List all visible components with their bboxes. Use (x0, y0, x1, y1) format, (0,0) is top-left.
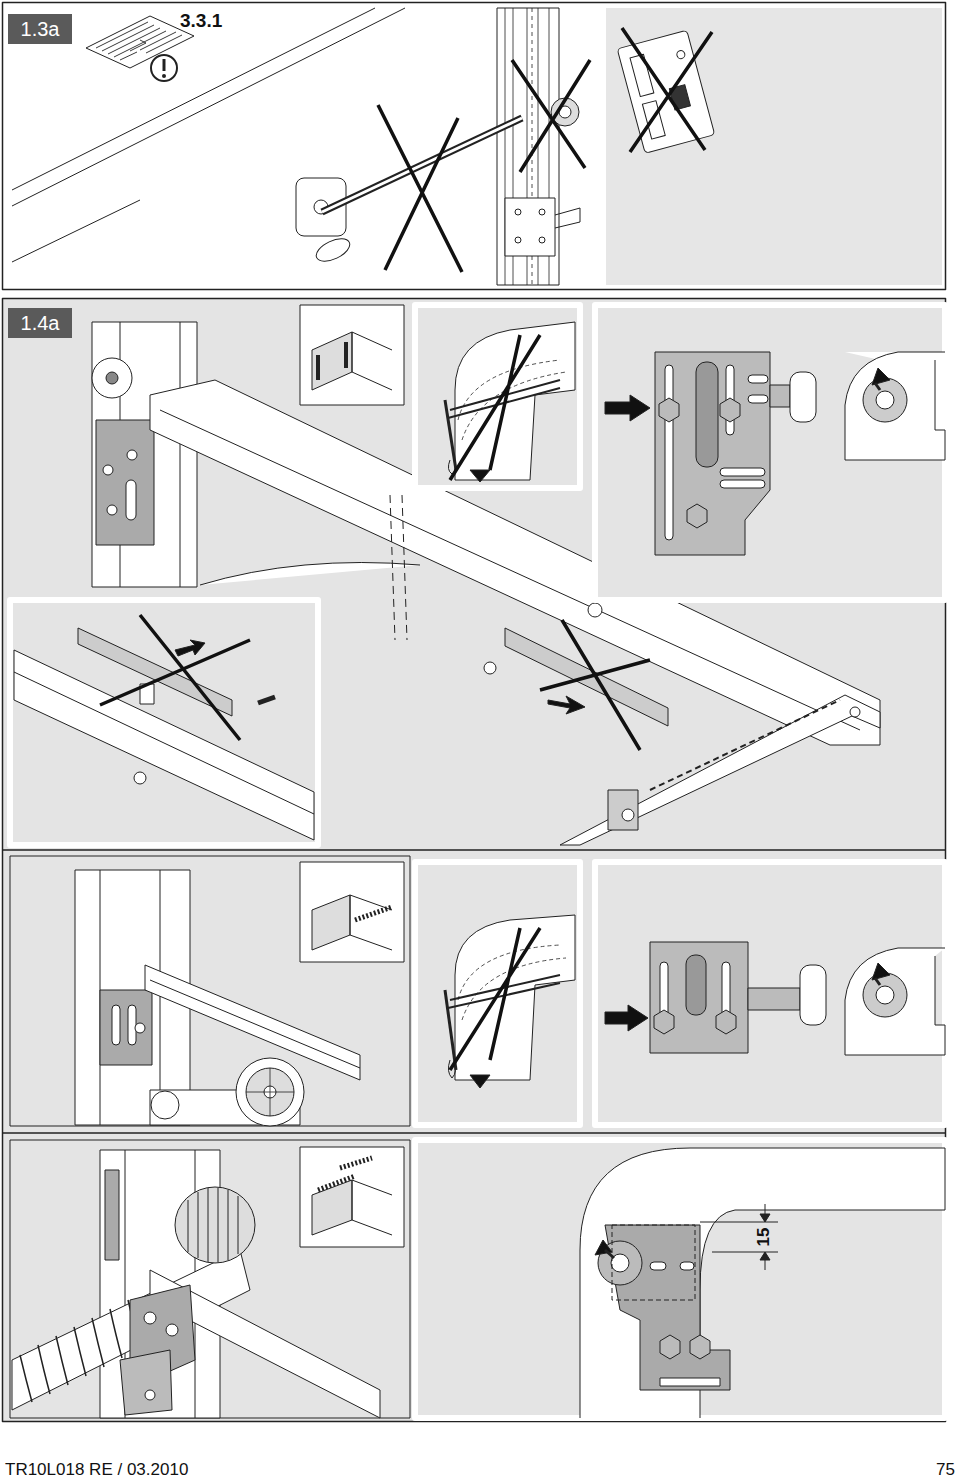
dimension-value: 15 (755, 1228, 772, 1247)
figure-number: 1.3a (21, 19, 60, 39)
page-number: 75 (936, 1461, 955, 1478)
document-code: TR10L018 RE / 03.2010 (5, 1461, 188, 1478)
panel-1-3a (3, 3, 946, 290)
section-reference: 3.3.1 (180, 11, 222, 30)
figure-badge: 1.3a (8, 14, 72, 44)
panel-1-4a (3, 299, 946, 1422)
figure-badge: 1.4a (8, 308, 72, 338)
figure-number: 1.4a (21, 313, 60, 333)
